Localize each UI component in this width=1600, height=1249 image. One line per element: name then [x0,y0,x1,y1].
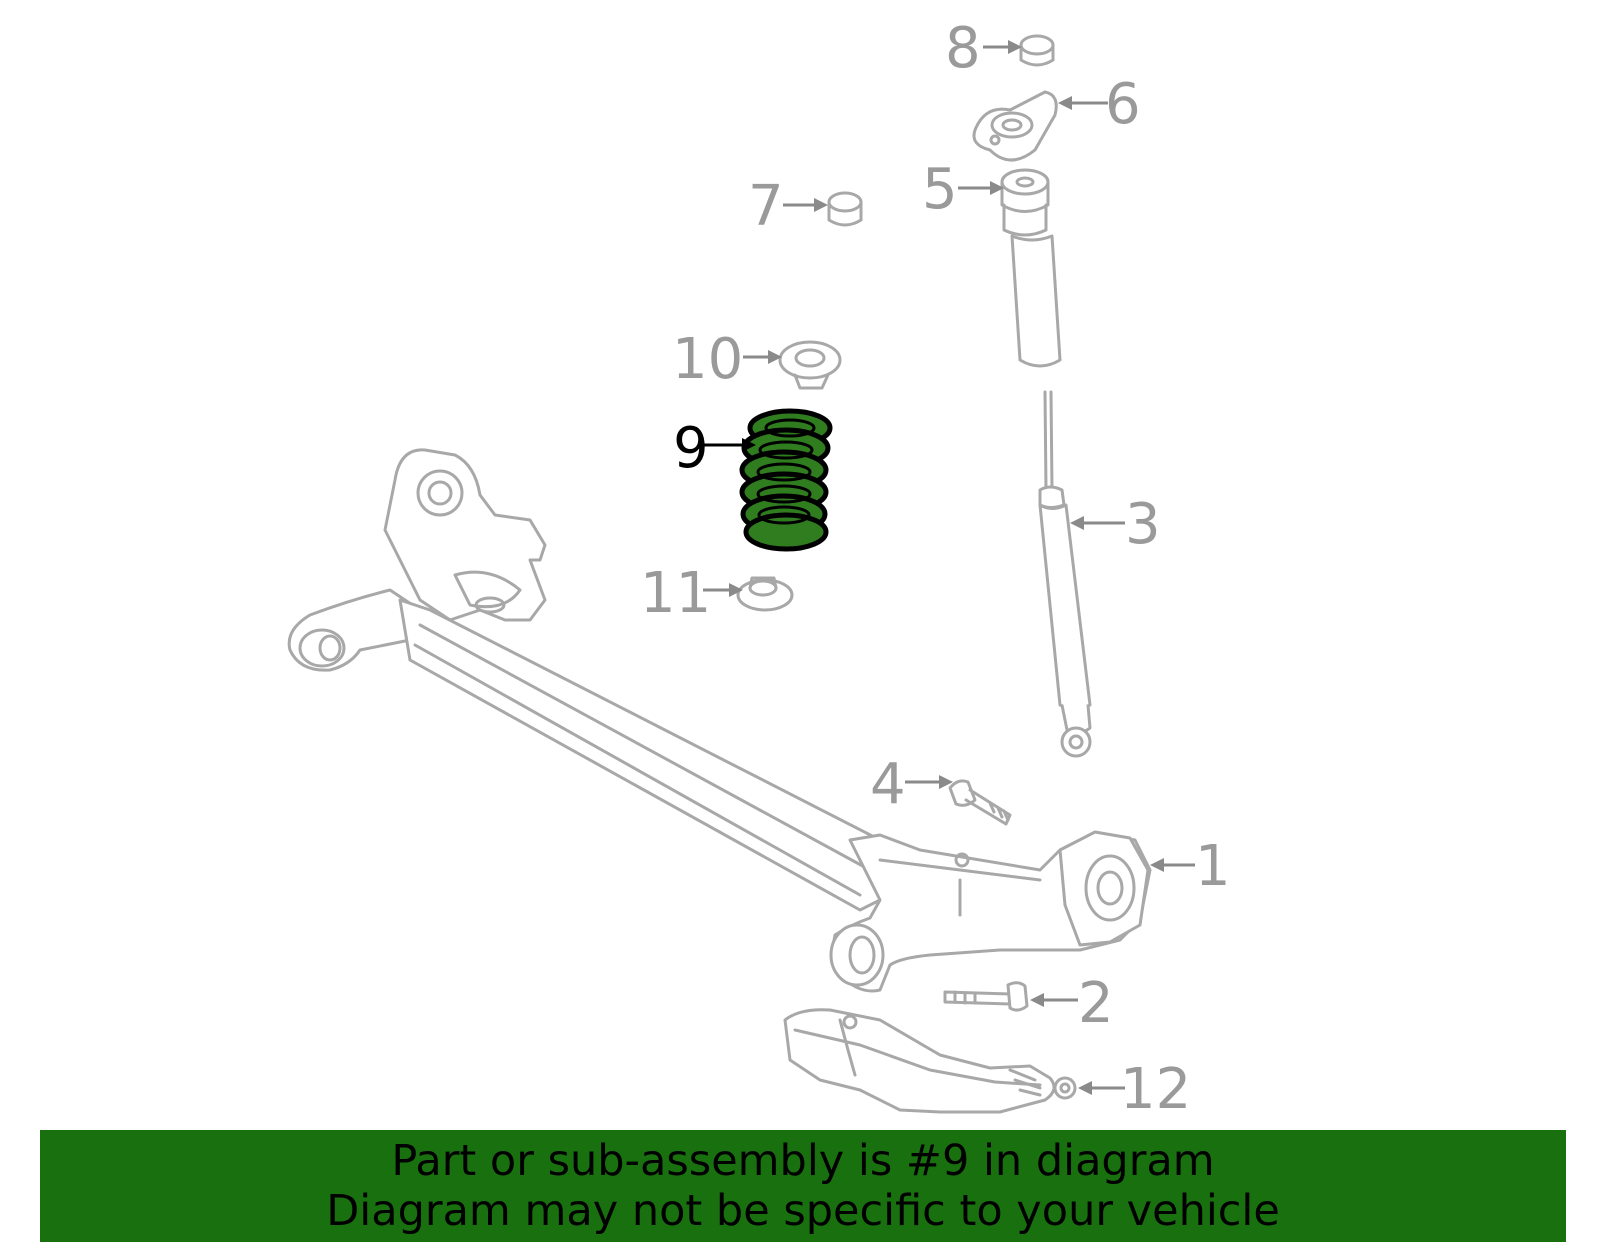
banner-line-1: Part or sub-assembly is #9 in diagram [391,1136,1215,1186]
part-10-upper-spring-seat[interactable] [778,340,842,390]
part-11-lower-spring-seat[interactable] [736,576,794,612]
callout-8: 8 [945,16,981,81]
callout-1: 1 [1195,834,1231,899]
callout-3: 3 [1125,492,1161,557]
banner-line-2: Diagram may not be specific to your vehi… [326,1186,1280,1236]
callout-2: 2 [1078,971,1114,1036]
part-12-bracket[interactable] [783,1008,1077,1114]
callout-9: 9 [673,416,709,481]
part-4-bolt[interactable] [948,779,1012,826]
callout-4: 4 [870,752,906,817]
callout-5: 5 [922,157,958,222]
part-7-nut[interactable] [827,191,863,227]
part-3-shock-absorber[interactable] [1038,390,1092,758]
callout-11: 11 [640,561,711,626]
part-2-bolt[interactable] [943,981,1029,1012]
part-5-bump-stop[interactable] [1000,168,1062,368]
parts-diagram: 8 6 5 7 10 9 3 11 4 1 2 12 [287,16,1231,1122]
callout-12: 12 [1120,1057,1191,1122]
part-1-axle-beam[interactable] [287,448,1152,993]
info-banner: Part or sub-assembly is #9 in diagram Di… [40,1130,1566,1242]
part-9-coil-spring[interactable] [739,408,833,552]
callout-6: 6 [1105,72,1141,137]
callout-7: 7 [748,174,784,239]
callout-10: 10 [672,327,743,392]
part-8-nut[interactable] [1019,34,1055,67]
part-6-upper-mount[interactable] [972,90,1058,162]
leader-lines [703,40,1195,1095]
